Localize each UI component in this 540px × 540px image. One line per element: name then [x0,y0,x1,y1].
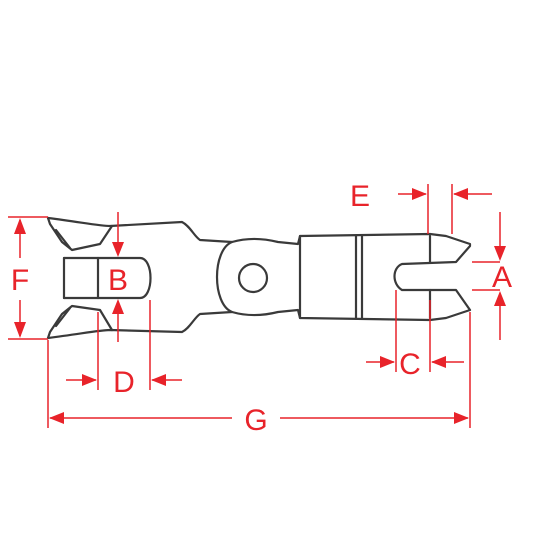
jaw-lower-inner [54,306,72,328]
arrow-g-right [454,412,469,424]
arrow-d-right [151,374,166,386]
arrow-c-left [380,356,395,368]
dimension-lines [8,184,501,428]
arrow-b-bottom [112,299,124,314]
arrowheads [14,188,506,424]
body-outline [46,216,472,340]
jaw-slot [62,256,152,300]
swivel-pin-hole [237,262,269,294]
arrow-f-bottom [14,322,26,338]
jaw-upper-inner [54,228,72,250]
arrow-g-left [49,412,64,424]
jaw-lower [46,304,114,340]
swivel-outline [46,216,472,340]
label-e: E [350,180,370,213]
label-d: D [113,366,135,399]
dimension-letters: F B D G E C A [11,180,512,437]
jaw-upper [46,216,114,252]
arrow-e-right [453,188,468,200]
arrow-c-right [431,356,446,368]
swivel-boss [215,240,234,314]
arrow-d-left [82,374,97,386]
arrow-e-left [412,188,427,200]
arrow-a-top [494,246,506,261]
label-b: B [108,264,128,297]
label-g: G [244,404,267,437]
arrow-f-top [14,218,26,234]
label-c: C [399,348,421,381]
label-f: F [11,264,29,297]
label-a: A [492,261,512,294]
arrow-b-top [112,242,124,257]
arrow-a-bottom [494,291,506,306]
